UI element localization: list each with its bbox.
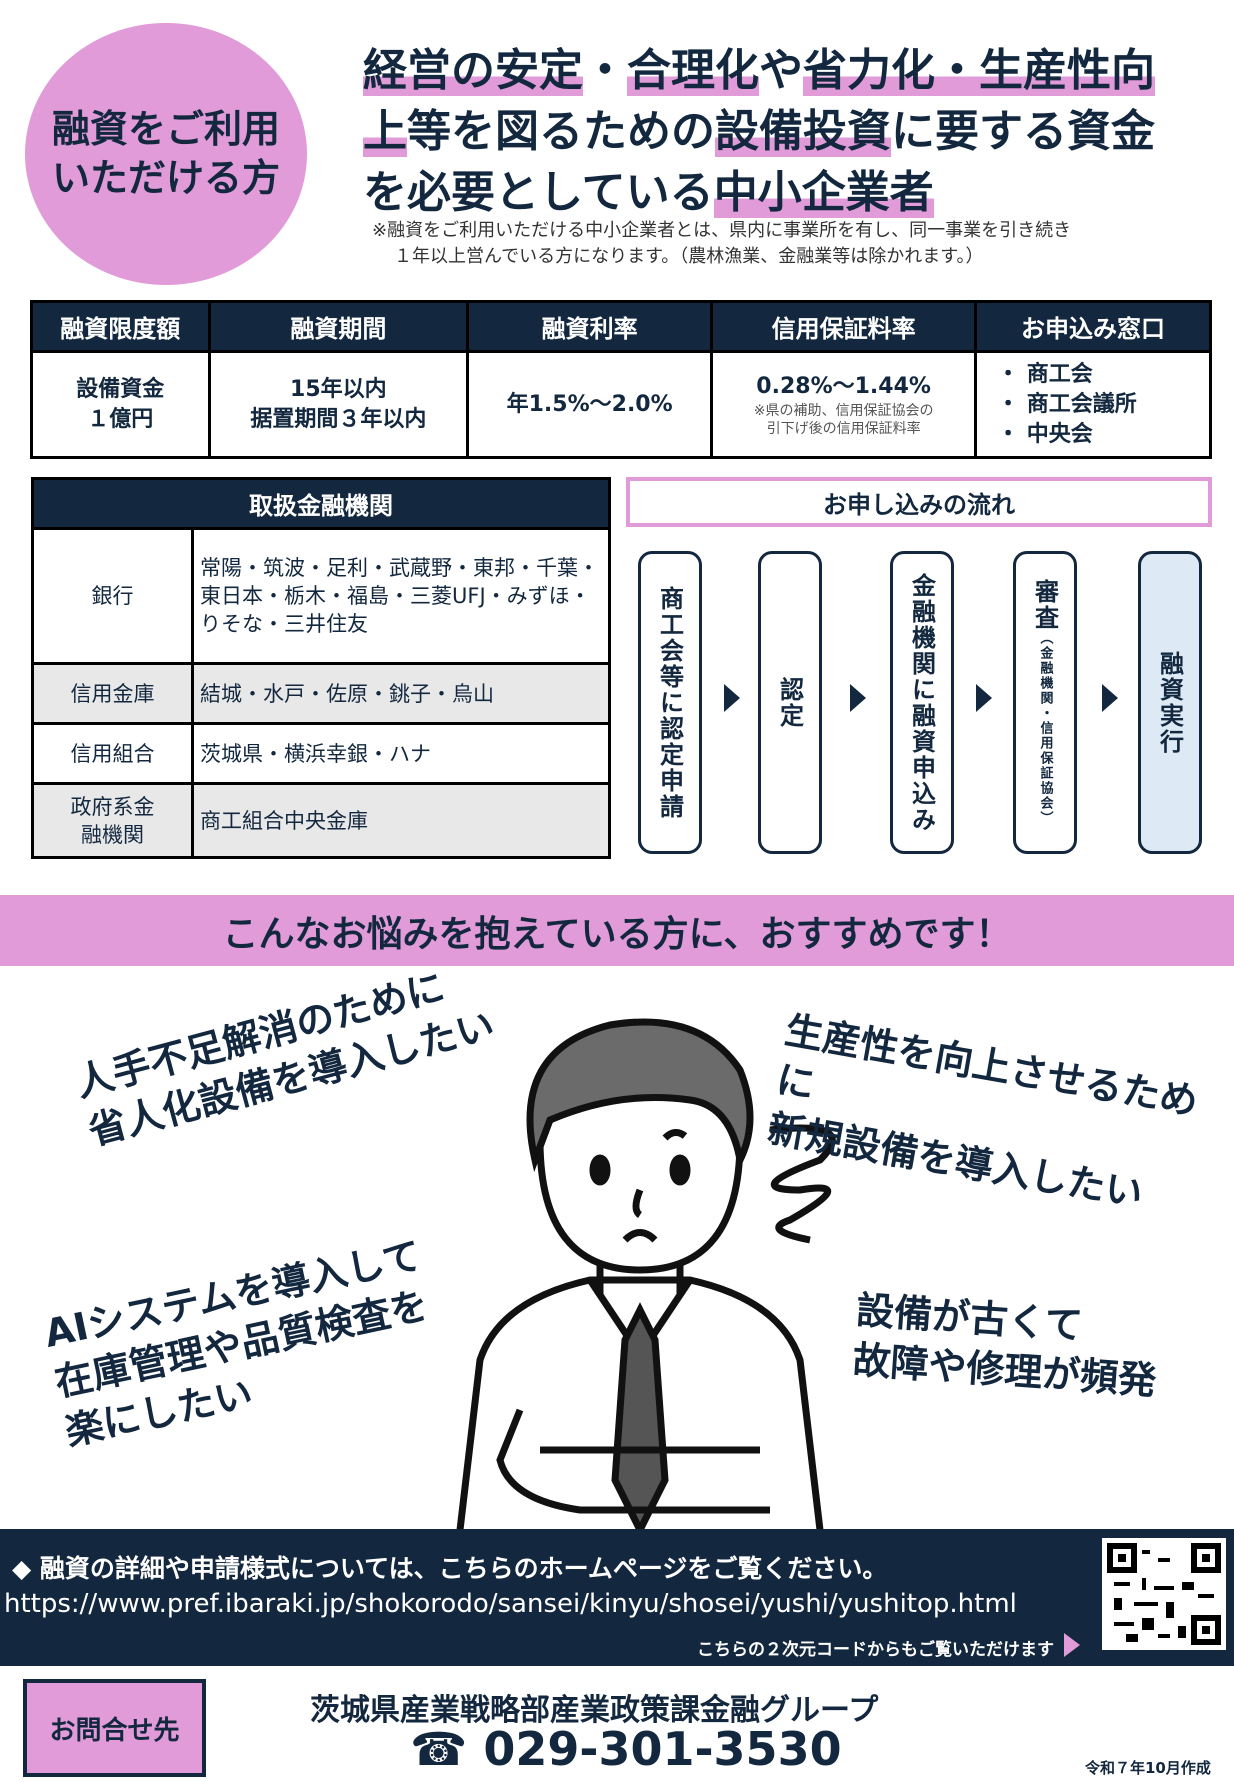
headline: 経営の安定・合理化や省力化・生産性向上等を図るための設備投資に要する資金を必要と… <box>363 40 1203 223</box>
inst-type: 政府系金融機関 <box>31 782 194 859</box>
homepage-link[interactable]: https://www.pref.ibaraki.jp/shokorodo/sa… <box>4 1589 1017 1619</box>
hl-6: 生産性向 <box>979 45 1155 96</box>
hl-3: や <box>759 45 803 96</box>
institutions-table: 取扱金融機関 銀行常陽・筑波・足利・武蔵野・東邦・千葉・東日本・栃木・福島・三菱… <box>31 477 611 859</box>
recommend-banner: こんなお悩みを抱えている方に、おすすめです！ <box>0 895 1234 966</box>
flow-step-certify: 認定 <box>758 551 822 854</box>
window-1: ・ 商工会 <box>997 361 1093 387</box>
th-rate: 融資利率 <box>466 300 714 353</box>
arrow-right-icon <box>850 684 866 712</box>
inst-names: 常陽・筑波・足利・武蔵野・東邦・千葉・東日本・栃木・福島・三菱UFJ・みずほ・り… <box>191 527 611 665</box>
hl-0: 経営の安定 <box>363 45 583 96</box>
phone-icon: ☎ <box>410 1722 468 1776</box>
inst-type: 信用金庫 <box>31 662 194 725</box>
hl-4: 省力化 <box>803 45 935 96</box>
hl-12: 中小企業者 <box>713 167 934 218</box>
hl-8: 等を図るための <box>407 106 715 157</box>
phone-number: 029-301-3530 <box>483 1722 842 1776</box>
review-sub: （金融機関・信用保証協会） <box>1037 631 1053 826</box>
window-2: ・ 商工会議所 <box>997 391 1137 417</box>
arrow-right-icon <box>976 684 992 712</box>
eligible-badge: 融資をご利用いただける方 <box>25 23 307 285</box>
qr-code[interactable] <box>1102 1538 1226 1650</box>
hl-9: 設備投資 <box>715 106 891 157</box>
inst-type: 銀行 <box>31 527 194 665</box>
period-2: 据置期間３年以内 <box>250 406 427 432</box>
limit-2: １億円 <box>87 406 154 432</box>
guarantee-cell: 0.28%～1.44% ※県の補助、信用保証協会の引下げ後の信用保証料率 <box>710 350 978 459</box>
badge-line2: いただける方 <box>51 156 280 200</box>
wish-old-equipment: 設備が古くて故障や修理が頻発 <box>851 1285 1161 1406</box>
department-name: 茨城県産業戦略部産業政策課金融グループ <box>310 1693 879 1728</box>
loan-terms-table: 融資限度額融資期間融資利率信用保証料率お申込み窓口 設備資金 １億円 15年以内据… <box>30 300 1212 459</box>
note-line1: ※融資をご利用いただける中小企業者とは、県内に事業所を有し、同一事業を引き続き <box>372 220 1072 241</box>
rate-cell: 年1.5%～2.0% <box>466 350 714 459</box>
inst-type: 信用組合 <box>31 722 194 785</box>
badge-line1: 融資をご利用 <box>51 106 280 151</box>
inst-names: 商工組合中央金庫 <box>191 782 611 859</box>
limit-cell: 設備資金 １億円 <box>30 350 211 459</box>
limit-1: 設備資金 <box>76 376 165 402</box>
info-band: ◆ 融資の詳細や申請様式については、こちらのホームページをご覧ください。 htt… <box>0 1529 1234 1666</box>
arrow-right-icon <box>1102 684 1118 712</box>
guarantee-note-2: 引下げ後の信用保証料率 <box>766 420 921 437</box>
eligibility-note: ※融資をご利用いただける中小企業者とは、県内に事業所を有し、同一事業を引き続き １… <box>372 218 1202 270</box>
period-1: 15年以内 <box>290 376 387 402</box>
window-3: ・ 中央会 <box>997 421 1093 447</box>
wish-ai-system: AIシステムを導入して在庫管理や品質検査を楽にしたい <box>40 1230 446 1456</box>
worried-man-illustration <box>456 1018 836 1530</box>
hl-1: ・ <box>583 45 627 96</box>
note-line2: １年以上営んでいる方になります。（農林漁業、金融業等は除かれます。） <box>394 246 984 267</box>
review-label: 審査 <box>1030 579 1059 631</box>
info-text: ◆ 融資の詳細や申請様式については、こちらのホームページをご覧ください。 <box>12 1554 888 1583</box>
flow-step-apply: 商工会等に認定申請 <box>638 551 702 854</box>
institutions-title: 取扱金融機関 <box>31 477 611 530</box>
inst-names: 茨城県・横浜幸銀・ハナ <box>191 722 611 785</box>
flow-step-review: 審査（金融機関・信用保証協会） <box>1013 551 1077 854</box>
phone[interactable]: ☎ 029-301-3530 <box>410 1722 842 1776</box>
flow-step-execute: 融資実行 <box>1138 551 1202 854</box>
hl-10: に要する資金 <box>891 106 1155 157</box>
hl-5: ・ <box>935 45 979 96</box>
th-period: 融資期間 <box>207 300 470 353</box>
hl-11: を必要としている <box>363 167 714 218</box>
qr-note: こちらの２次元コードからもご覧いただけます <box>697 1640 1054 1660</box>
hl-7: 上 <box>363 106 407 157</box>
flow-title: お申し込みの流れ <box>626 477 1212 527</box>
th-window: お申込み窓口 <box>974 300 1212 353</box>
guarantee-note-1: ※県の補助、信用保証協会の <box>753 402 934 419</box>
th-guarantee: 信用保証料率 <box>710 300 978 353</box>
guarantee-value: 0.28%～1.44% <box>756 373 931 399</box>
th-limit: 融資限度額 <box>30 300 211 353</box>
triangle-right-icon <box>1064 1633 1080 1657</box>
hl-2: 合理化 <box>627 45 759 96</box>
window-cell: ・ 商工会・ 商工会議所・ 中央会 <box>974 350 1212 459</box>
inst-names: 結城・水戸・佐原・銚子・烏山 <box>191 662 611 725</box>
period-cell: 15年以内据置期間３年以内 <box>207 350 470 459</box>
flow-step-loan-request: 金融機関に融資申込み <box>890 551 954 854</box>
contact-label: お問合せ先 <box>23 1679 206 1777</box>
created-date: 令和７年10月作成 <box>1085 1759 1211 1777</box>
arrow-right-icon <box>724 684 740 712</box>
wish-labor-saving: 人手不足解消のために省人化設備を導入したい <box>70 952 500 1157</box>
